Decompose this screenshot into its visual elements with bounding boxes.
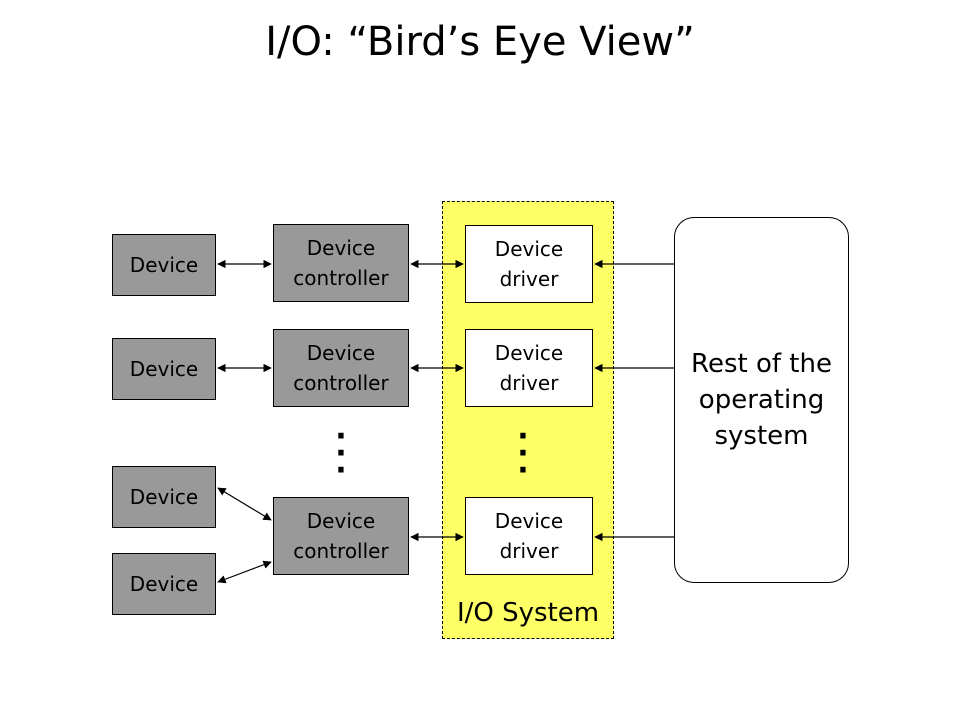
controller-label-line2: controller bbox=[293, 539, 389, 563]
device-driver-box: Device driver bbox=[465, 225, 593, 303]
controller-label-line1: Device bbox=[306, 236, 376, 260]
ellipsis-dot: · bbox=[517, 453, 529, 488]
ellipsis-dot: · bbox=[335, 453, 347, 488]
device-box: Device bbox=[112, 338, 216, 400]
bidirectional-connector-arrow bbox=[217, 560, 272, 584]
device-driver-box: Device driver bbox=[465, 497, 593, 575]
device-driver-box: Device driver bbox=[465, 329, 593, 407]
controller-label-line2: controller bbox=[293, 371, 389, 395]
ellipsis-dot: · bbox=[335, 436, 347, 471]
device-box: Device bbox=[112, 466, 216, 528]
driver-label-line1: Device bbox=[494, 509, 564, 533]
device-label: Device bbox=[129, 485, 199, 509]
ellipsis-dot: · bbox=[517, 419, 529, 454]
device-label: Device bbox=[129, 253, 199, 277]
device-controller-box: Device controller bbox=[273, 329, 409, 407]
driver-label-line2: driver bbox=[499, 371, 559, 395]
controller-label-line1: Device bbox=[306, 341, 376, 365]
slide-title: I/O: “Bird’s Eye View” bbox=[265, 19, 695, 65]
driver-ellipsis: · · · bbox=[517, 422, 529, 486]
os-label-line1: Rest of the bbox=[691, 349, 832, 379]
ellipsis-dot: · bbox=[335, 419, 347, 454]
driver-label-line2: driver bbox=[499, 267, 559, 291]
device-box: Device bbox=[112, 234, 216, 296]
device-box: Device bbox=[112, 553, 216, 615]
driver-label-line1: Device bbox=[494, 341, 564, 365]
ellipsis-dot: · bbox=[517, 436, 529, 471]
controller-label-line1: Device bbox=[306, 509, 376, 533]
device-controller-box: Device controller bbox=[273, 224, 409, 302]
operating-system-block: Rest of the operating system bbox=[674, 217, 849, 583]
device-label: Device bbox=[129, 357, 199, 381]
driver-label-line2: driver bbox=[499, 539, 559, 563]
io-system-label: I/O System bbox=[456, 598, 600, 628]
os-label-line2: operating bbox=[698, 385, 825, 415]
bidirectional-connector-arrow bbox=[217, 487, 272, 521]
device-controller-box: Device controller bbox=[273, 497, 409, 575]
controller-ellipsis: · · · bbox=[335, 422, 347, 486]
controller-label-line2: controller bbox=[293, 266, 389, 290]
os-label-line3: system bbox=[714, 421, 809, 451]
device-label: Device bbox=[129, 572, 199, 596]
driver-label-line1: Device bbox=[494, 237, 564, 261]
